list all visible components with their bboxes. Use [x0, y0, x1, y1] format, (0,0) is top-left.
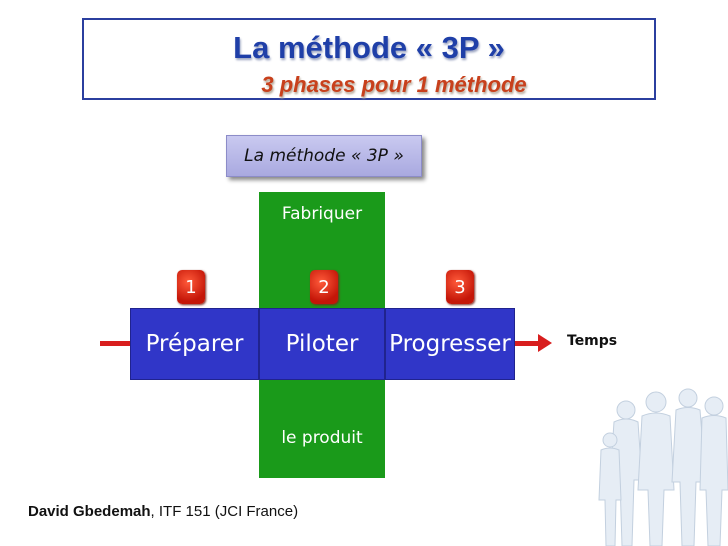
timeline-arrow-icon — [538, 334, 552, 352]
phase-badge-1: 1 — [177, 270, 205, 304]
phase-badge-3: 3 — [446, 270, 474, 304]
footer-author: David Gbedemah — [28, 503, 151, 520]
fabriquer-label: Fabriquer — [281, 204, 363, 224]
people-silhouettes-icon — [598, 388, 728, 546]
timeline-right-line — [515, 341, 539, 346]
page-subtitle: 3 phases pour 1 méthode — [261, 72, 527, 97]
phase-badge-2: 2 — [310, 270, 338, 304]
page-title: La méthode « 3P » — [233, 30, 505, 65]
phase-preparer: Préparer — [130, 308, 259, 380]
time-label: Temps — [567, 333, 618, 349]
footer-credit: David Gbedemah, ITF 151 (JCI France) — [28, 503, 298, 520]
title-box: La méthode « 3P » 3 phases pour 1 méthod… — [82, 18, 656, 100]
method-label: La méthode « 3P » — [226, 135, 422, 177]
timeline-left-line — [100, 341, 130, 346]
phase-progresser: Progresser — [385, 308, 515, 380]
footer-affiliation: , ITF 151 (JCI France) — [150, 503, 299, 520]
le-produit-label: le produit — [281, 428, 363, 448]
phase-piloter: Piloter — [259, 308, 385, 380]
